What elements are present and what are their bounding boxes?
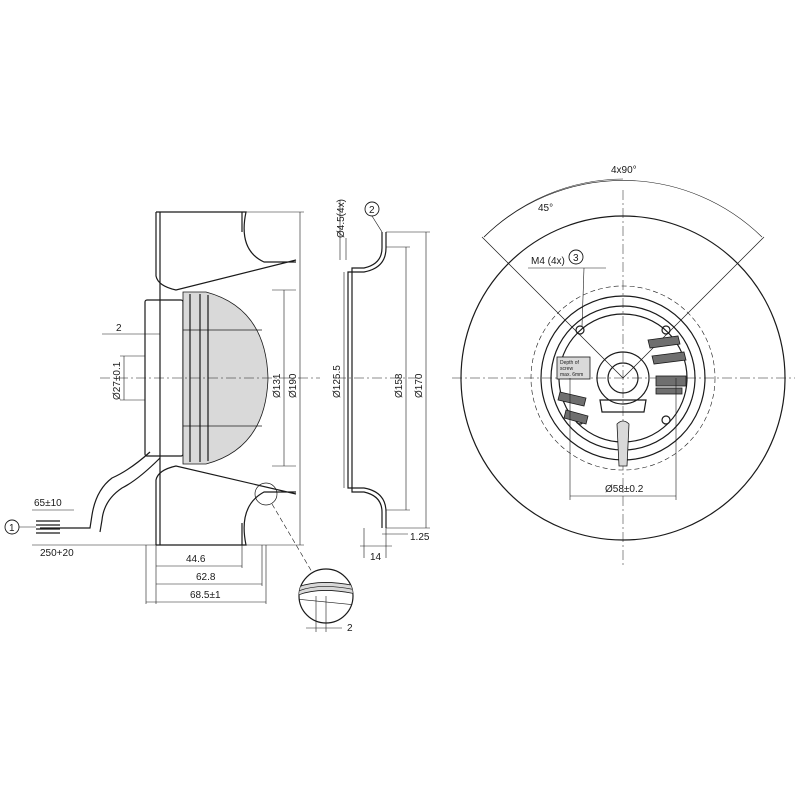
- impeller-outline-top: [155, 211, 297, 291]
- dim-4-5-label: Ø4.5(4x): [336, 199, 347, 238]
- dim-1-25-label: 1.25: [410, 532, 430, 543]
- cable: [40, 451, 151, 529]
- dim-detail-label: 2: [347, 623, 353, 634]
- inlet-ring-inner: [351, 232, 383, 528]
- depth-label-plate: [556, 356, 591, 380]
- cable-outlet: [616, 420, 630, 467]
- dim-190-label: Ø190: [288, 373, 299, 398]
- clamp-bracket: [599, 399, 647, 413]
- brand-label-plate-2: [655, 387, 683, 395]
- dim-14-label: 14: [370, 552, 382, 563]
- cable-outer: [99, 457, 161, 533]
- impeller-outline-bottom: [155, 465, 297, 546]
- angle-45-label: 45°: [538, 203, 553, 214]
- dim-65-label: 65±10: [34, 498, 62, 509]
- section-view: Ø4.5(4x) 2 Ø125.5 Ø158 Ø170 14 1.25: [332, 199, 430, 563]
- inlet-ring-profile: [347, 232, 387, 528]
- dim-27-label: Ø27±0.1: [112, 361, 123, 400]
- label-line-3: max. 6mm: [560, 372, 583, 378]
- diagonal-45-left: [481, 236, 624, 379]
- dim-2-label: 2: [116, 323, 122, 334]
- dim-170-label: Ø170: [414, 373, 425, 398]
- angle-4x90-label: 4x90°: [611, 165, 637, 176]
- angle-90-arc: [483, 180, 763, 238]
- cable-wires: [36, 520, 60, 534]
- dim-58-label: Ø58±0.2: [605, 484, 644, 495]
- detail-marker: [254, 482, 278, 506]
- side-view: 1 65±10 250+20 2 Ø27±0.1 Ø131 Ø190 44.6: [4, 211, 354, 634]
- dim-250-label: 250+20: [40, 548, 74, 559]
- angle-45-arc: [483, 178, 624, 238]
- label-line-2: screw: [560, 366, 573, 372]
- dim-44-6-label: 44.6: [186, 554, 206, 565]
- callout-3-circle: [568, 249, 584, 265]
- dim-62-8-label: 62.8: [196, 572, 216, 583]
- dim-68-5-label: 68.5±1: [190, 590, 221, 601]
- detail-leader: [271, 503, 313, 573]
- dim-158-label: Ø158: [394, 373, 405, 398]
- front-view: 45° 4x90° M4 (4x) 3 Depth of screw max. …: [452, 165, 795, 565]
- dim-125-5-label: Ø125.5: [332, 365, 343, 398]
- callout-3-label: 3: [573, 253, 579, 264]
- m4-label: M4 (4x): [531, 256, 565, 267]
- label-line-1: Depth of: [560, 360, 580, 366]
- callout-1-label: 1: [9, 523, 15, 534]
- brand-label-plate: [655, 375, 687, 387]
- dim-131-label: Ø131: [272, 373, 283, 398]
- detail-lens-content: [299, 582, 353, 606]
- callout-2-label: 2: [369, 205, 375, 216]
- diagonal-45-right: [622, 236, 765, 379]
